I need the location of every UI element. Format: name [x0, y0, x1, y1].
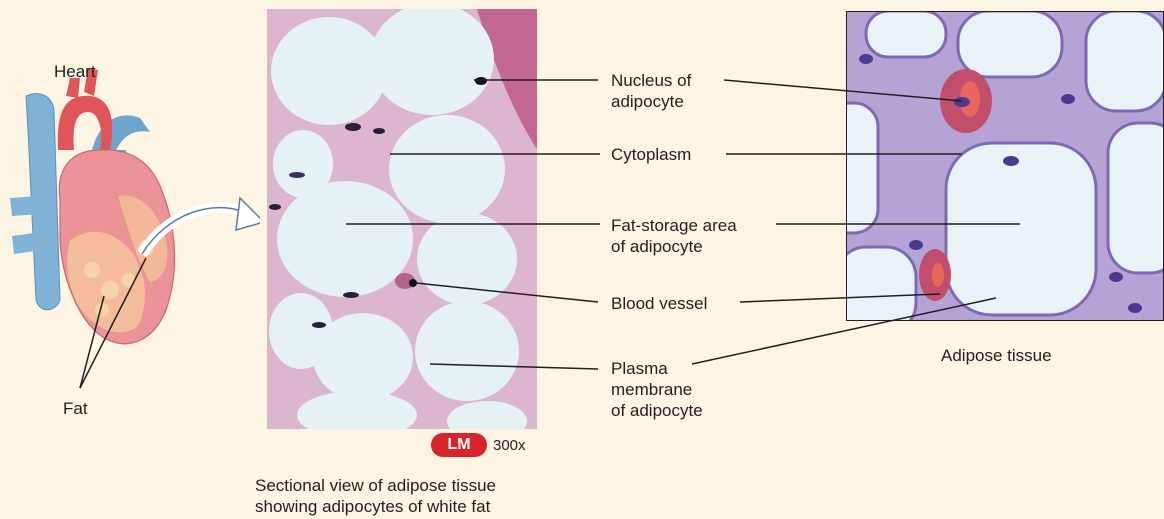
label-nucleus-line-2: adipocyte	[611, 91, 691, 112]
schematic-caption: Adipose tissue	[941, 345, 1052, 366]
label-nucleus-of-adipocyte: Nucleus of adipocyte	[611, 70, 691, 112]
magnification-label: 300x	[493, 435, 526, 456]
label-nucleus-line-1: Nucleus of	[611, 70, 691, 91]
label-plasma-membrane: Plasma membrane of adipocyte	[611, 358, 703, 421]
label-fat-storage-line-1: Fat-storage area	[611, 215, 737, 236]
label-fat-storage-line-2: of adipocyte	[611, 236, 737, 257]
label-cytoplasm: Cytoplasm	[611, 144, 691, 165]
micrograph-caption: Sectional view of adipose tissue showing…	[255, 475, 496, 517]
lm-badge: LM	[431, 433, 487, 457]
label-plasma-line-2: membrane	[611, 379, 703, 400]
label-plasma-line-3: of adipocyte	[611, 400, 703, 421]
micrograph-caption-line-2: showing adipocytes of white fat	[255, 496, 496, 517]
label-blood-vessel: Blood vessel	[611, 293, 707, 314]
label-fat-storage-area: Fat-storage area of adipocyte	[611, 215, 737, 257]
micrograph-caption-line-1: Sectional view of adipose tissue	[255, 475, 496, 496]
label-plasma-line-1: Plasma	[611, 358, 703, 379]
